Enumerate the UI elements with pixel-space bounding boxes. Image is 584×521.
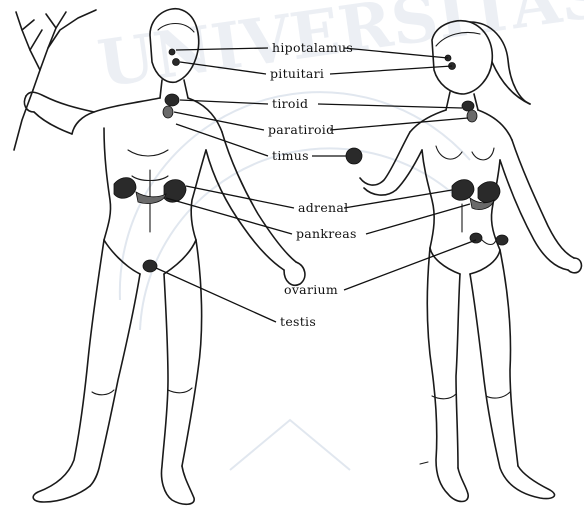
scan-mark <box>420 462 428 464</box>
labels: hipotalamus pituitari tiroid paratiroid … <box>268 40 357 329</box>
male-testis-gland <box>143 260 157 272</box>
label-pankreas: pankreas <box>296 226 357 241</box>
female-figure <box>346 21 581 502</box>
label-pituitari: pituitari <box>270 66 324 81</box>
female-thymus-gland <box>346 148 362 164</box>
male-hypothalamus-gland <box>169 49 175 55</box>
male-pancreas-gland <box>136 192 166 204</box>
female-thyroid-gland <box>462 101 474 111</box>
female-adrenal-left <box>452 180 474 201</box>
label-hipotalamus: hipotalamus <box>272 40 353 55</box>
label-tiroid: tiroid <box>272 96 308 111</box>
label-testis: testis <box>280 314 316 329</box>
male-pituitary-gland <box>173 59 180 66</box>
female-ovary-right <box>496 235 508 245</box>
label-timus: timus <box>272 148 309 163</box>
branch-drawing <box>14 10 96 150</box>
male-thyroid-gland <box>165 94 179 106</box>
label-ovarium: ovarium <box>284 282 338 297</box>
female-adrenal-right <box>478 182 500 203</box>
male-parathyroid-gland <box>163 106 173 118</box>
female-parathyroid-gland <box>467 110 477 122</box>
male-adrenal-left <box>114 178 136 199</box>
label-adrenal: adrenal <box>298 200 348 215</box>
label-paratiroid: paratiroid <box>268 122 334 137</box>
